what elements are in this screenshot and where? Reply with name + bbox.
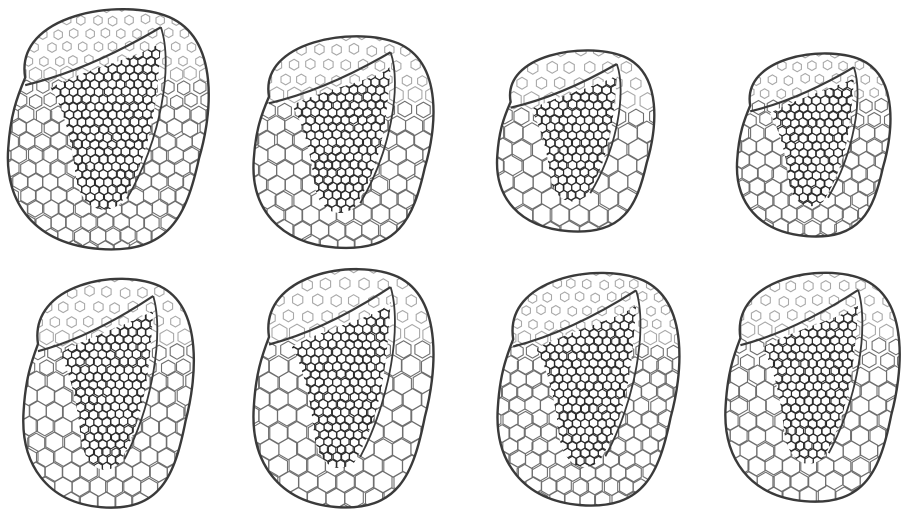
- mesh-panel-r1c4: [734, 48, 896, 240]
- mesh-svg: [722, 266, 906, 506]
- mesh-svg: [494, 45, 660, 235]
- inner-pocket-fill: [762, 304, 858, 463]
- mesh-panel-r2c4: [722, 266, 906, 506]
- mesh-panel-r2c2: [250, 262, 440, 512]
- mesh-svg: [4, 2, 216, 254]
- inner-mesh: [717, 261, 906, 505]
- mesh-svg: [20, 272, 200, 512]
- mesh-panel-r2c3: [494, 266, 686, 510]
- mesh-svg: [250, 262, 440, 512]
- inner-mesh: [729, 42, 899, 241]
- mesh-panel-r2c1: [20, 272, 200, 512]
- mesh-panel-r1c1: [4, 2, 216, 254]
- mesh-svg: [734, 48, 896, 240]
- mesh-svg: [250, 30, 440, 252]
- mesh-svg: [494, 266, 686, 510]
- mesh-panel-r1c3: [494, 45, 660, 235]
- mesh-panel-r1c2: [250, 30, 440, 252]
